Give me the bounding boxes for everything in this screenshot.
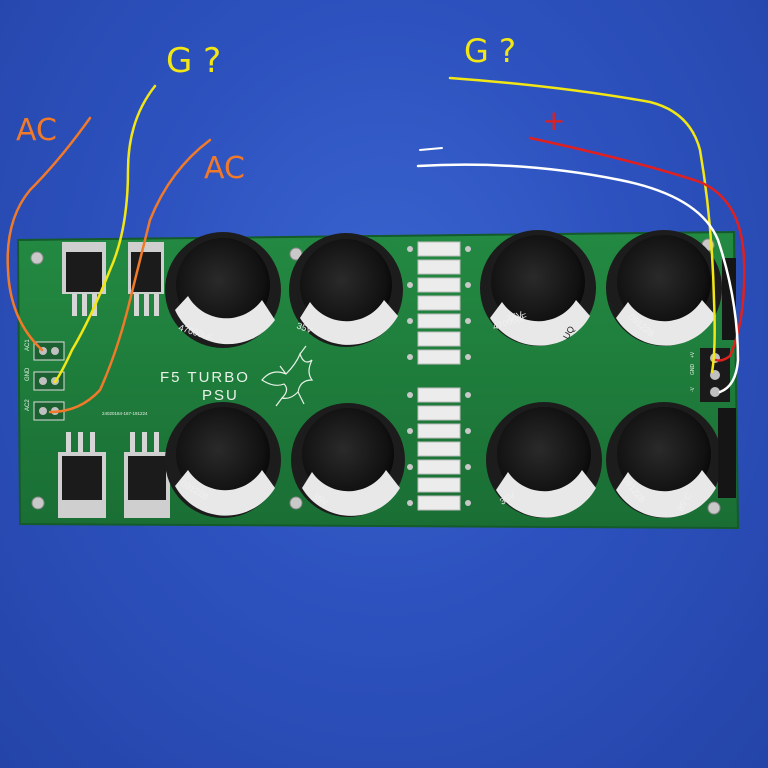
dragon-logo [261, 345, 314, 407]
board-subtitle: PSU [202, 387, 239, 404]
board-title: F5 TURBO [160, 369, 250, 386]
capacitor-6 [291, 403, 405, 517]
label-ac-left: AC [16, 113, 57, 148]
cap-voltage-text-3: 35V [506, 309, 524, 323]
label-ac-middle: AC [204, 151, 245, 186]
capacitor-2 [289, 233, 403, 347]
wire-g-left [53, 84, 157, 384]
capacitors [165, 230, 722, 518]
capacitor-4 [606, 230, 722, 346]
wire-g-right [448, 76, 716, 374]
wire-positive [528, 136, 746, 362]
pad-label-1: AC1 [25, 339, 31, 351]
label-minus: - [420, 157, 421, 159]
wire-ac-left [6, 116, 92, 352]
resistor-bank-top [417, 241, 461, 365]
ac-pad-labels: AC1 GND AC2 [25, 339, 31, 411]
capacitor-1 [165, 232, 281, 348]
resistor-bank-bottom [417, 387, 461, 511]
rectifier-components [58, 242, 170, 518]
output-pad-labels: +V GND -V [690, 351, 696, 392]
wire-ac-middle [48, 138, 212, 414]
capacitor-3 [480, 230, 596, 346]
right-pad-label-3: -V [690, 386, 696, 392]
pad-label-2: GND [25, 367, 31, 381]
label-g-right: G ? [464, 32, 516, 70]
capacitor-5 [165, 402, 281, 518]
capacitor-7 [486, 402, 602, 518]
resistor-pads [407, 246, 471, 506]
label-g-left: G ? [166, 41, 221, 81]
right-pad-label-2: GND [690, 364, 696, 376]
wire-negative [416, 163, 740, 394]
hand-drawn-wires [6, 76, 746, 414]
right-pad-label-1: +V [690, 351, 696, 358]
pad-label-3: AC2 [25, 399, 31, 411]
label-plus: + [542, 104, 565, 137]
board-serial: 24020184-167-191224 [102, 411, 148, 416]
ac-input-pads [33, 341, 65, 421]
hand-drawn-labels: AC AC G ? G ? + - [16, 32, 565, 186]
capacitor-8 [606, 402, 722, 518]
